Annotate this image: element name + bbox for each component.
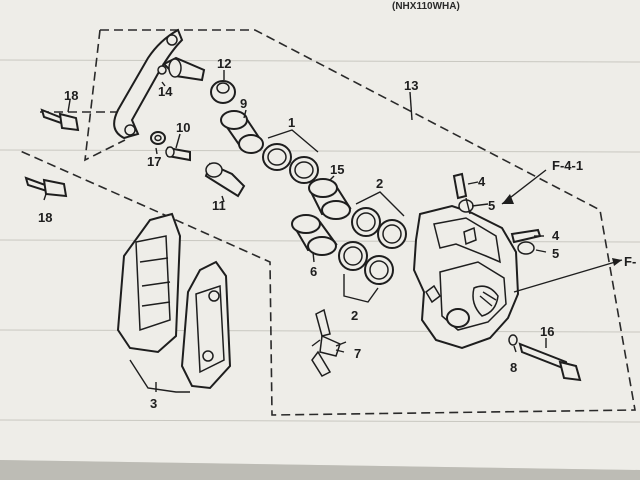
brake-pad-right [180,260,232,390]
callout-10: 10 [176,120,190,135]
piston-6 [291,214,338,256]
callout-labels: 1 2 2 3 4 4 5 5 6 7 8 9 10 11 12 13 14 1… [38,56,636,411]
callout-5-lower: 5 [552,246,559,261]
callout-6: 6 [310,264,317,279]
callout-3: 3 [150,396,157,411]
reference-arrow-2-head [612,258,622,266]
callout-5-upper: 5 [488,198,495,213]
model-header: (NHX110WHA) [392,1,460,12]
reference-label-f-4-1: F-4-1 [552,158,583,173]
callout-16: 16 [540,324,554,339]
callout-18-upper: 18 [64,88,78,103]
brake-pad-left [116,212,182,354]
callout-2-lower: 2 [351,308,358,323]
callout-18-lower: 18 [38,210,52,225]
bracket-14 [113,28,184,140]
reference-arrow-2 [513,259,623,293]
callout-15: 15 [330,162,344,177]
callout-4-lower: 4 [552,228,560,243]
piston-9 [220,110,264,154]
assembly-outline [17,29,636,416]
table-edge [0,460,640,480]
callout-13: 13 [404,78,418,93]
callout-4-upper: 4 [478,174,486,189]
pin-11 [204,162,246,198]
bolt-18b [24,176,68,198]
callout-14: 14 [158,84,173,99]
reference-arrow-1-head [502,194,514,204]
piston-15 [308,178,352,220]
reference-label-f: F- [624,254,636,269]
callout-1: 1 [288,115,295,130]
callout-12: 12 [217,56,231,71]
seal-set-2-upper [351,207,407,249]
pad-spring-7 [311,308,347,377]
plug-8 [508,334,518,346]
bleed-valve-10 [165,146,191,162]
seal-set-1 [262,143,319,184]
seal-set-2-lower [338,241,394,285]
pin-bolt-14 [162,56,206,82]
upper-group-outline [84,29,126,162]
bleeder-cap-5b [517,241,535,255]
leader-lines [43,70,547,392]
callout-2-upper: 2 [376,176,383,191]
caliper-body [412,204,520,350]
pin-bolt-16 [518,342,582,382]
callout-9: 9 [240,96,247,111]
callout-11: 11 [212,198,226,213]
boot-12 [210,80,236,104]
callout-7: 7 [354,346,361,361]
bolt-18a [40,108,80,132]
washer-17 [150,131,166,145]
bleeder-cap-5a [458,199,474,213]
bleeder-screw-4a [452,172,468,200]
callout-17: 17 [147,154,161,169]
callout-8: 8 [510,360,517,375]
